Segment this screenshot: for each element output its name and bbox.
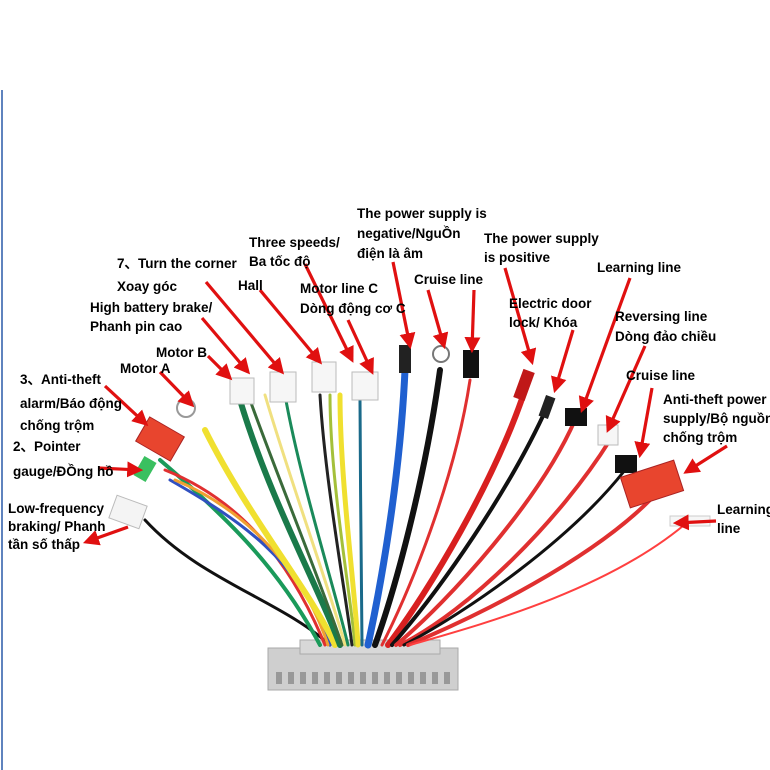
label-cruise-line-right: Cruise line bbox=[626, 368, 696, 383]
label-low-frequency-1: Low-frequency bbox=[8, 501, 105, 516]
label-anti-theft-alarm-3: chống trộm bbox=[20, 418, 94, 433]
wire bbox=[398, 438, 612, 647]
label-reversing-2: Dòng đảo chiều bbox=[615, 329, 716, 344]
arrow bbox=[551, 329, 575, 394]
arrow bbox=[103, 384, 149, 427]
label-anti-theft-power-1: Anti-theft power bbox=[663, 392, 767, 407]
arrow bbox=[200, 316, 251, 375]
label-high-battery-1: High battery brake/ bbox=[90, 300, 213, 315]
wire-bundle bbox=[143, 366, 691, 649]
connector-learning-top bbox=[513, 368, 535, 402]
label-learning-right-1: Learning bbox=[717, 502, 770, 517]
label-pointer-1: 2、Pointer bbox=[13, 439, 81, 454]
label-three-speeds-1: Three speeds/ bbox=[249, 235, 340, 250]
wire bbox=[385, 387, 528, 648]
arrow bbox=[426, 289, 449, 350]
label-turn-corner-1: 7、Turn the corner bbox=[117, 256, 238, 271]
labels: The power supply is negative/NguỒn điện … bbox=[8, 206, 770, 552]
connector-cruise-top bbox=[463, 350, 479, 378]
label-power-negative-2: negative/NguỒn bbox=[357, 226, 461, 241]
controller-body bbox=[267, 639, 459, 691]
label-power-positive-1: The power supply bbox=[484, 231, 599, 246]
arrow bbox=[206, 354, 233, 381]
label-motor-c-2: Dòng động cơ C bbox=[300, 301, 406, 316]
label-reversing-1: Reversing line bbox=[615, 309, 708, 324]
label-motor-c-1: Motor line C bbox=[300, 281, 378, 296]
wire bbox=[337, 392, 361, 648]
wire bbox=[364, 366, 409, 649]
wire bbox=[406, 498, 652, 647]
arrow bbox=[634, 387, 654, 459]
wire bbox=[409, 519, 691, 646]
arrow bbox=[97, 461, 144, 478]
label-anti-theft-alarm-2: alarm/Báo động bbox=[20, 396, 122, 411]
connector-reversing bbox=[565, 408, 587, 426]
label-power-negative-1: The power supply is bbox=[357, 206, 487, 221]
label-cruise-line-top: Cruise line bbox=[414, 272, 484, 287]
wire bbox=[372, 367, 443, 648]
label-pointer-2: gauge/ĐỒng hồ bbox=[13, 464, 114, 479]
label-anti-theft-alarm-1: 3、Anti-theft bbox=[20, 372, 101, 387]
arrow bbox=[672, 514, 717, 531]
label-low-frequency-3: tần số thấp bbox=[8, 537, 80, 552]
connector-red-anti-theft-alarm bbox=[134, 416, 186, 462]
wire bbox=[263, 393, 347, 647]
connector-hall bbox=[269, 371, 297, 403]
label-door-lock-1: Electric door bbox=[509, 296, 592, 311]
label-door-lock-2: lock/ Khóa bbox=[509, 315, 578, 330]
wire bbox=[248, 398, 344, 647]
arrow bbox=[258, 288, 323, 365]
label-learning-line-top: Learning line bbox=[597, 260, 682, 275]
label-power-positive-2: is positive bbox=[484, 250, 551, 265]
label-hall: Hall bbox=[238, 278, 263, 293]
connectors bbox=[108, 345, 711, 530]
callout-arrows bbox=[82, 261, 728, 546]
wire bbox=[402, 468, 627, 647]
arrow bbox=[303, 263, 354, 363]
connector-low-frequency bbox=[108, 494, 148, 530]
wire bbox=[237, 397, 343, 648]
label-motor-a: Motor A bbox=[120, 361, 171, 376]
label-three-speeds-2: Ba tốc độ bbox=[249, 254, 311, 269]
arrow bbox=[605, 345, 647, 433]
connector-cruise-black bbox=[615, 455, 637, 473]
wire bbox=[380, 378, 472, 647]
label-anti-theft-power-3: chống trộm bbox=[663, 430, 737, 445]
arrow bbox=[391, 261, 416, 350]
connector-red-anti-theft-power bbox=[619, 459, 685, 509]
arrow bbox=[158, 370, 195, 408]
arrow bbox=[82, 525, 129, 546]
label-low-frequency-2: braking/ Phanh bbox=[8, 519, 106, 534]
label-learning-right-2: line bbox=[717, 521, 741, 536]
connector-door-lock bbox=[538, 394, 556, 420]
connector-three-speeds bbox=[311, 361, 337, 393]
connector-motor-b bbox=[229, 377, 255, 405]
label-high-battery-2: Phanh pin cao bbox=[90, 319, 182, 334]
label-power-negative-3: điện là âm bbox=[357, 246, 423, 261]
arrow bbox=[346, 319, 374, 375]
ring-terminal-power-positive bbox=[432, 345, 450, 363]
wire bbox=[318, 393, 354, 647]
label-anti-theft-power-2: supply/Bộ nguồn bbox=[663, 411, 770, 426]
wire bbox=[158, 458, 322, 647]
label-turn-corner-2: Xoay góc bbox=[117, 279, 178, 294]
ring-terminal-motor-a bbox=[176, 398, 196, 418]
arrow bbox=[578, 277, 632, 414]
arrow bbox=[683, 444, 728, 474]
wire bbox=[283, 393, 350, 647]
label-motor-b: Motor B bbox=[156, 345, 207, 360]
arrow bbox=[503, 267, 537, 366]
connector-power-negative bbox=[399, 345, 411, 373]
arrow bbox=[464, 289, 481, 354]
arrow bbox=[204, 280, 285, 375]
wire bbox=[394, 418, 577, 647]
connector-motor-c bbox=[351, 371, 379, 401]
wire bbox=[358, 398, 364, 647]
wire bbox=[202, 427, 338, 648]
wire bbox=[328, 393, 357, 647]
wire bbox=[390, 403, 550, 647]
